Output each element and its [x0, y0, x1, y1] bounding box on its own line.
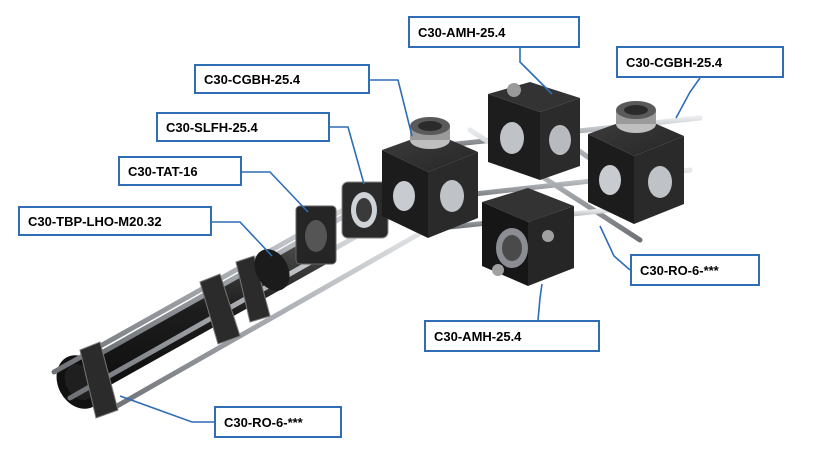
callout-amh-top: C30-AMH-25.4 — [408, 16, 580, 48]
callout-cgbh-left: C30-CGBH-25.4 — [194, 64, 370, 94]
amh-top-mount — [488, 82, 580, 180]
callout-slfh: C30-SLFH-25.4 — [156, 112, 330, 142]
callout-ro-right: C30-RO-6-*** — [630, 254, 760, 286]
leader-lines — [119, 48, 701, 423]
callout-tbp: C30-TBP-LHO-M20.32 — [18, 206, 212, 236]
cgbh-left-cube — [382, 117, 478, 238]
callout-tat: C30-TAT-16 — [118, 156, 242, 186]
amh-bottom-mount — [482, 188, 574, 286]
callout-cgbh-right: C30-CGBH-25.4 — [616, 46, 784, 78]
callout-amh-bottom: C30-AMH-25.4 — [424, 320, 600, 352]
lens-holders — [254, 181, 389, 291]
cgbh-right-cube — [588, 101, 684, 224]
callout-ro-bottom: C30-RO-6-*** — [214, 406, 342, 438]
tube-clamps — [79, 255, 271, 419]
